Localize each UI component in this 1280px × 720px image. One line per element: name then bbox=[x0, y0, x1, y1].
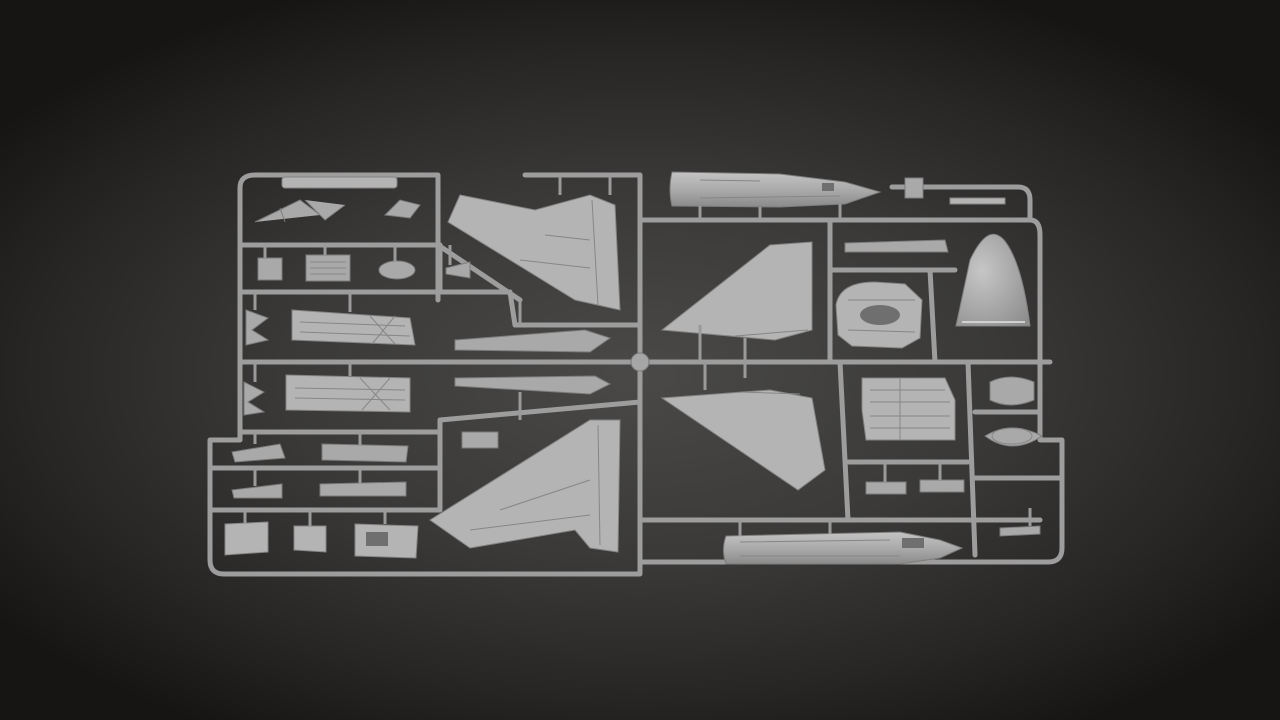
frame-left bbox=[207, 172, 643, 577]
stabilizer-upper bbox=[660, 241, 813, 341]
fuselage-half-top bbox=[669, 171, 882, 208]
sprue-hub bbox=[630, 352, 650, 372]
part-block-b bbox=[293, 525, 327, 553]
part-bay-lower bbox=[285, 374, 411, 413]
runner-right-v3 bbox=[965, 359, 978, 558]
part-oval bbox=[378, 260, 416, 280]
part-strip-a bbox=[865, 481, 907, 495]
runner-diag bbox=[435, 242, 523, 303]
part-bay-upper bbox=[291, 309, 416, 346]
part-fin-b bbox=[243, 381, 266, 416]
canopy-oval-upper bbox=[989, 376, 1035, 406]
part-strip-b bbox=[919, 479, 965, 493]
stabilizer-lower bbox=[660, 389, 826, 491]
part-strip bbox=[281, 176, 398, 189]
part-struts bbox=[254, 199, 346, 223]
gates bbox=[518, 175, 842, 536]
small-parts-mid-left bbox=[243, 292, 416, 416]
small-parts-lower-left bbox=[224, 432, 419, 559]
cockpit-tub bbox=[835, 281, 923, 349]
tail-fin-lower bbox=[429, 419, 621, 553]
part-fin-a bbox=[245, 309, 270, 346]
part-rod bbox=[949, 197, 1006, 205]
fuselage-half-bottom bbox=[723, 531, 964, 565]
part-rail bbox=[844, 239, 949, 253]
frame-right bbox=[637, 217, 1065, 565]
part-small-arm bbox=[445, 261, 471, 279]
tail-fin-upper bbox=[447, 194, 621, 311]
part-pylon-d bbox=[319, 481, 407, 497]
runner-right-v1 bbox=[827, 217, 1043, 523]
canopy-parts bbox=[984, 376, 1043, 447]
runner-right-v2 bbox=[927, 267, 938, 365]
sprue-frame bbox=[207, 172, 1065, 577]
strake-upper bbox=[454, 329, 612, 353]
nose-cone bbox=[955, 233, 1031, 327]
part-bracket bbox=[383, 199, 421, 219]
runner-h6 bbox=[207, 399, 643, 513]
part-pin bbox=[904, 177, 924, 199]
frame-top-right bbox=[889, 184, 1033, 223]
part-pylon-b bbox=[321, 443, 409, 463]
strakes bbox=[454, 329, 612, 395]
part-pylon-a bbox=[231, 443, 286, 463]
rails-top-right bbox=[844, 177, 1006, 253]
part-tab bbox=[461, 431, 499, 449]
part-pylon-c bbox=[231, 483, 283, 499]
strake-lower bbox=[454, 375, 612, 395]
runner-right-h bbox=[845, 409, 1065, 481]
part-probe bbox=[999, 525, 1041, 537]
part-block-a bbox=[224, 521, 269, 556]
engine-block bbox=[861, 377, 956, 441]
small-parts-top-left bbox=[254, 176, 471, 282]
runner-h2 bbox=[237, 289, 643, 328]
part-box-small bbox=[257, 257, 283, 281]
small-parts-bottom-right bbox=[865, 462, 1041, 537]
canopy-oval-lower bbox=[984, 427, 1043, 447]
